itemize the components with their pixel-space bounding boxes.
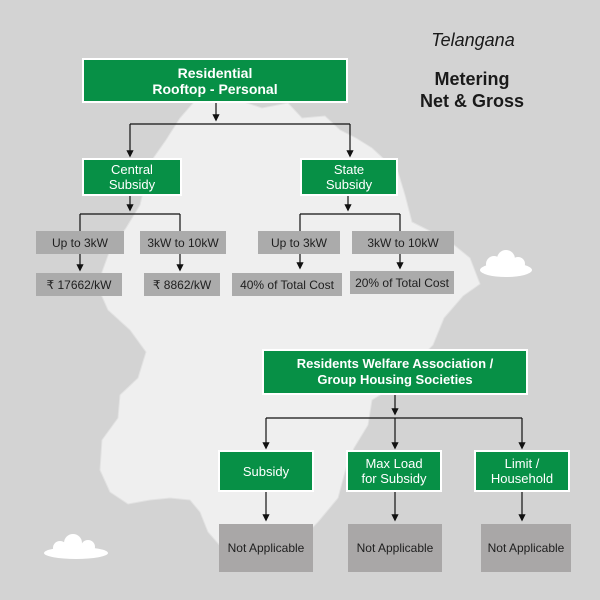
rwa-item-3-line1: Limit / bbox=[504, 456, 540, 471]
state-subsidy-line2: Subsidy bbox=[325, 177, 373, 192]
state-tier-1-range: Up to 3kW bbox=[258, 231, 340, 254]
rwa-item-2-line2: for Subsidy bbox=[361, 471, 427, 486]
rwa-subsidy-box: Subsidy bbox=[218, 450, 314, 492]
rwa-item-2-value: Not Applicable bbox=[348, 524, 442, 572]
rwa-title-line1: Residents Welfare Association / bbox=[296, 356, 494, 371]
residential-rooftop-box: Residential Rooftop - Personal bbox=[82, 58, 348, 103]
state-tier-2-value: 20% of Total Cost bbox=[350, 271, 454, 294]
central-tier-2-value: ₹ 8862/kW bbox=[144, 273, 220, 296]
rwa-limit-household-box: Limit / Household bbox=[474, 450, 570, 492]
rwa-item-3-line2: Household bbox=[490, 471, 554, 486]
rwa-item-1-line1: Subsidy bbox=[242, 463, 290, 479]
metering-title-line1: Metering bbox=[434, 69, 510, 89]
cloud-right-icon bbox=[480, 250, 532, 277]
state-subsidy-line1: State bbox=[333, 162, 365, 177]
central-tier-1-range: Up to 3kW bbox=[36, 231, 124, 254]
metering-title: Metering Net & Gross bbox=[392, 68, 552, 112]
connector-lines-bottom bbox=[262, 395, 526, 522]
central-subsidy-line2: Subsidy bbox=[108, 177, 156, 192]
central-tier-2-range: 3kW to 10kW bbox=[140, 231, 226, 254]
rwa-title-box: Residents Welfare Association / Group Ho… bbox=[262, 349, 528, 395]
state-subsidy-box: State Subsidy bbox=[300, 158, 398, 196]
state-tier-1-value: 40% of Total Cost bbox=[232, 273, 342, 296]
rwa-max-load-box: Max Load for Subsidy bbox=[346, 450, 442, 492]
rwa-item-1-value: Not Applicable bbox=[219, 524, 313, 572]
rwa-item-3-value: Not Applicable bbox=[481, 524, 571, 572]
residential-title-line1: Residential bbox=[177, 64, 253, 81]
central-subsidy-box: Central Subsidy bbox=[82, 158, 182, 196]
state-tier-2-range: 3kW to 10kW bbox=[352, 231, 454, 254]
central-subsidy-line1: Central bbox=[111, 162, 153, 177]
rwa-title-line2: Group Housing Societies bbox=[317, 372, 473, 387]
state-title: Telangana bbox=[431, 30, 515, 50]
connector-lines-top bbox=[76, 101, 404, 272]
metering-title-line2: Net & Gross bbox=[419, 91, 525, 111]
central-tier-1-value: ₹ 17662/kW bbox=[36, 273, 122, 296]
rwa-item-2-line1: Max Load bbox=[365, 456, 423, 471]
cloud-left-icon bbox=[44, 534, 108, 559]
residential-title-line2: Rooftop - Personal bbox=[152, 80, 278, 97]
